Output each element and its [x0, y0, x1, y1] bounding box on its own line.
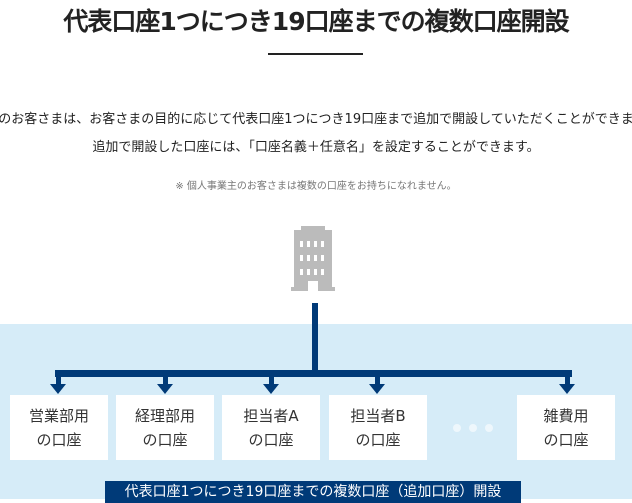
arrow-down-icon — [263, 384, 279, 394]
account-name: 担当者A — [243, 406, 299, 425]
account-box: 経理部用 の口座 — [116, 395, 214, 460]
account-suffix: の口座 — [355, 430, 401, 449]
ellipsis-dot — [469, 424, 477, 432]
note: ※ 個人事業主のお客さまは複数の口座をお持ちになれません。 — [175, 181, 457, 192]
arrow-down-icon — [50, 384, 66, 394]
connector-stem — [56, 375, 61, 385]
connector-stem — [565, 375, 570, 385]
building-icon — [291, 226, 335, 291]
account-name: 担当者B — [350, 406, 406, 425]
account-box: 担当者A の口座 — [222, 395, 320, 460]
account-suffix: の口座 — [543, 430, 589, 449]
ellipsis-dot — [453, 424, 461, 432]
account-suffix: の口座 — [36, 430, 82, 449]
diagram-caption: 代表口座1つにつき19口座までの複数口座（追加口座）開設 — [105, 481, 521, 503]
connector-stem — [163, 375, 168, 385]
connector-stem — [269, 375, 274, 385]
arrow-down-icon — [369, 384, 385, 394]
arrow-down-icon — [157, 384, 173, 394]
account-box: 営業部用 の口座 — [10, 395, 108, 460]
account-name: 経理部用 — [134, 406, 195, 425]
connector-bar — [55, 370, 572, 377]
account-name: 雑費用 — [543, 406, 589, 425]
page-title: 代表口座1つにつき19口座までの複数口座開設 — [63, 7, 569, 36]
ellipsis-dot — [485, 424, 493, 432]
account-name: 営業部用 — [28, 406, 89, 425]
description-line-2: 追加で開設した口座には、「口座名義＋任意名」を設定することができます。 — [92, 140, 540, 155]
account-suffix: の口座 — [248, 430, 294, 449]
arrow-down-icon — [559, 384, 575, 394]
account-box: 担当者B の口座 — [329, 395, 427, 460]
connector-stem — [375, 375, 380, 385]
connector-trunk — [312, 303, 318, 375]
description-line-1: 人のお客さまは、お客さまの目的に応じて代表口座1つにつき19口座まで追加で開設し… — [0, 112, 632, 127]
account-box: 雑費用 の口座 — [517, 395, 615, 460]
account-suffix: の口座 — [142, 430, 188, 449]
title-underline — [268, 53, 363, 55]
